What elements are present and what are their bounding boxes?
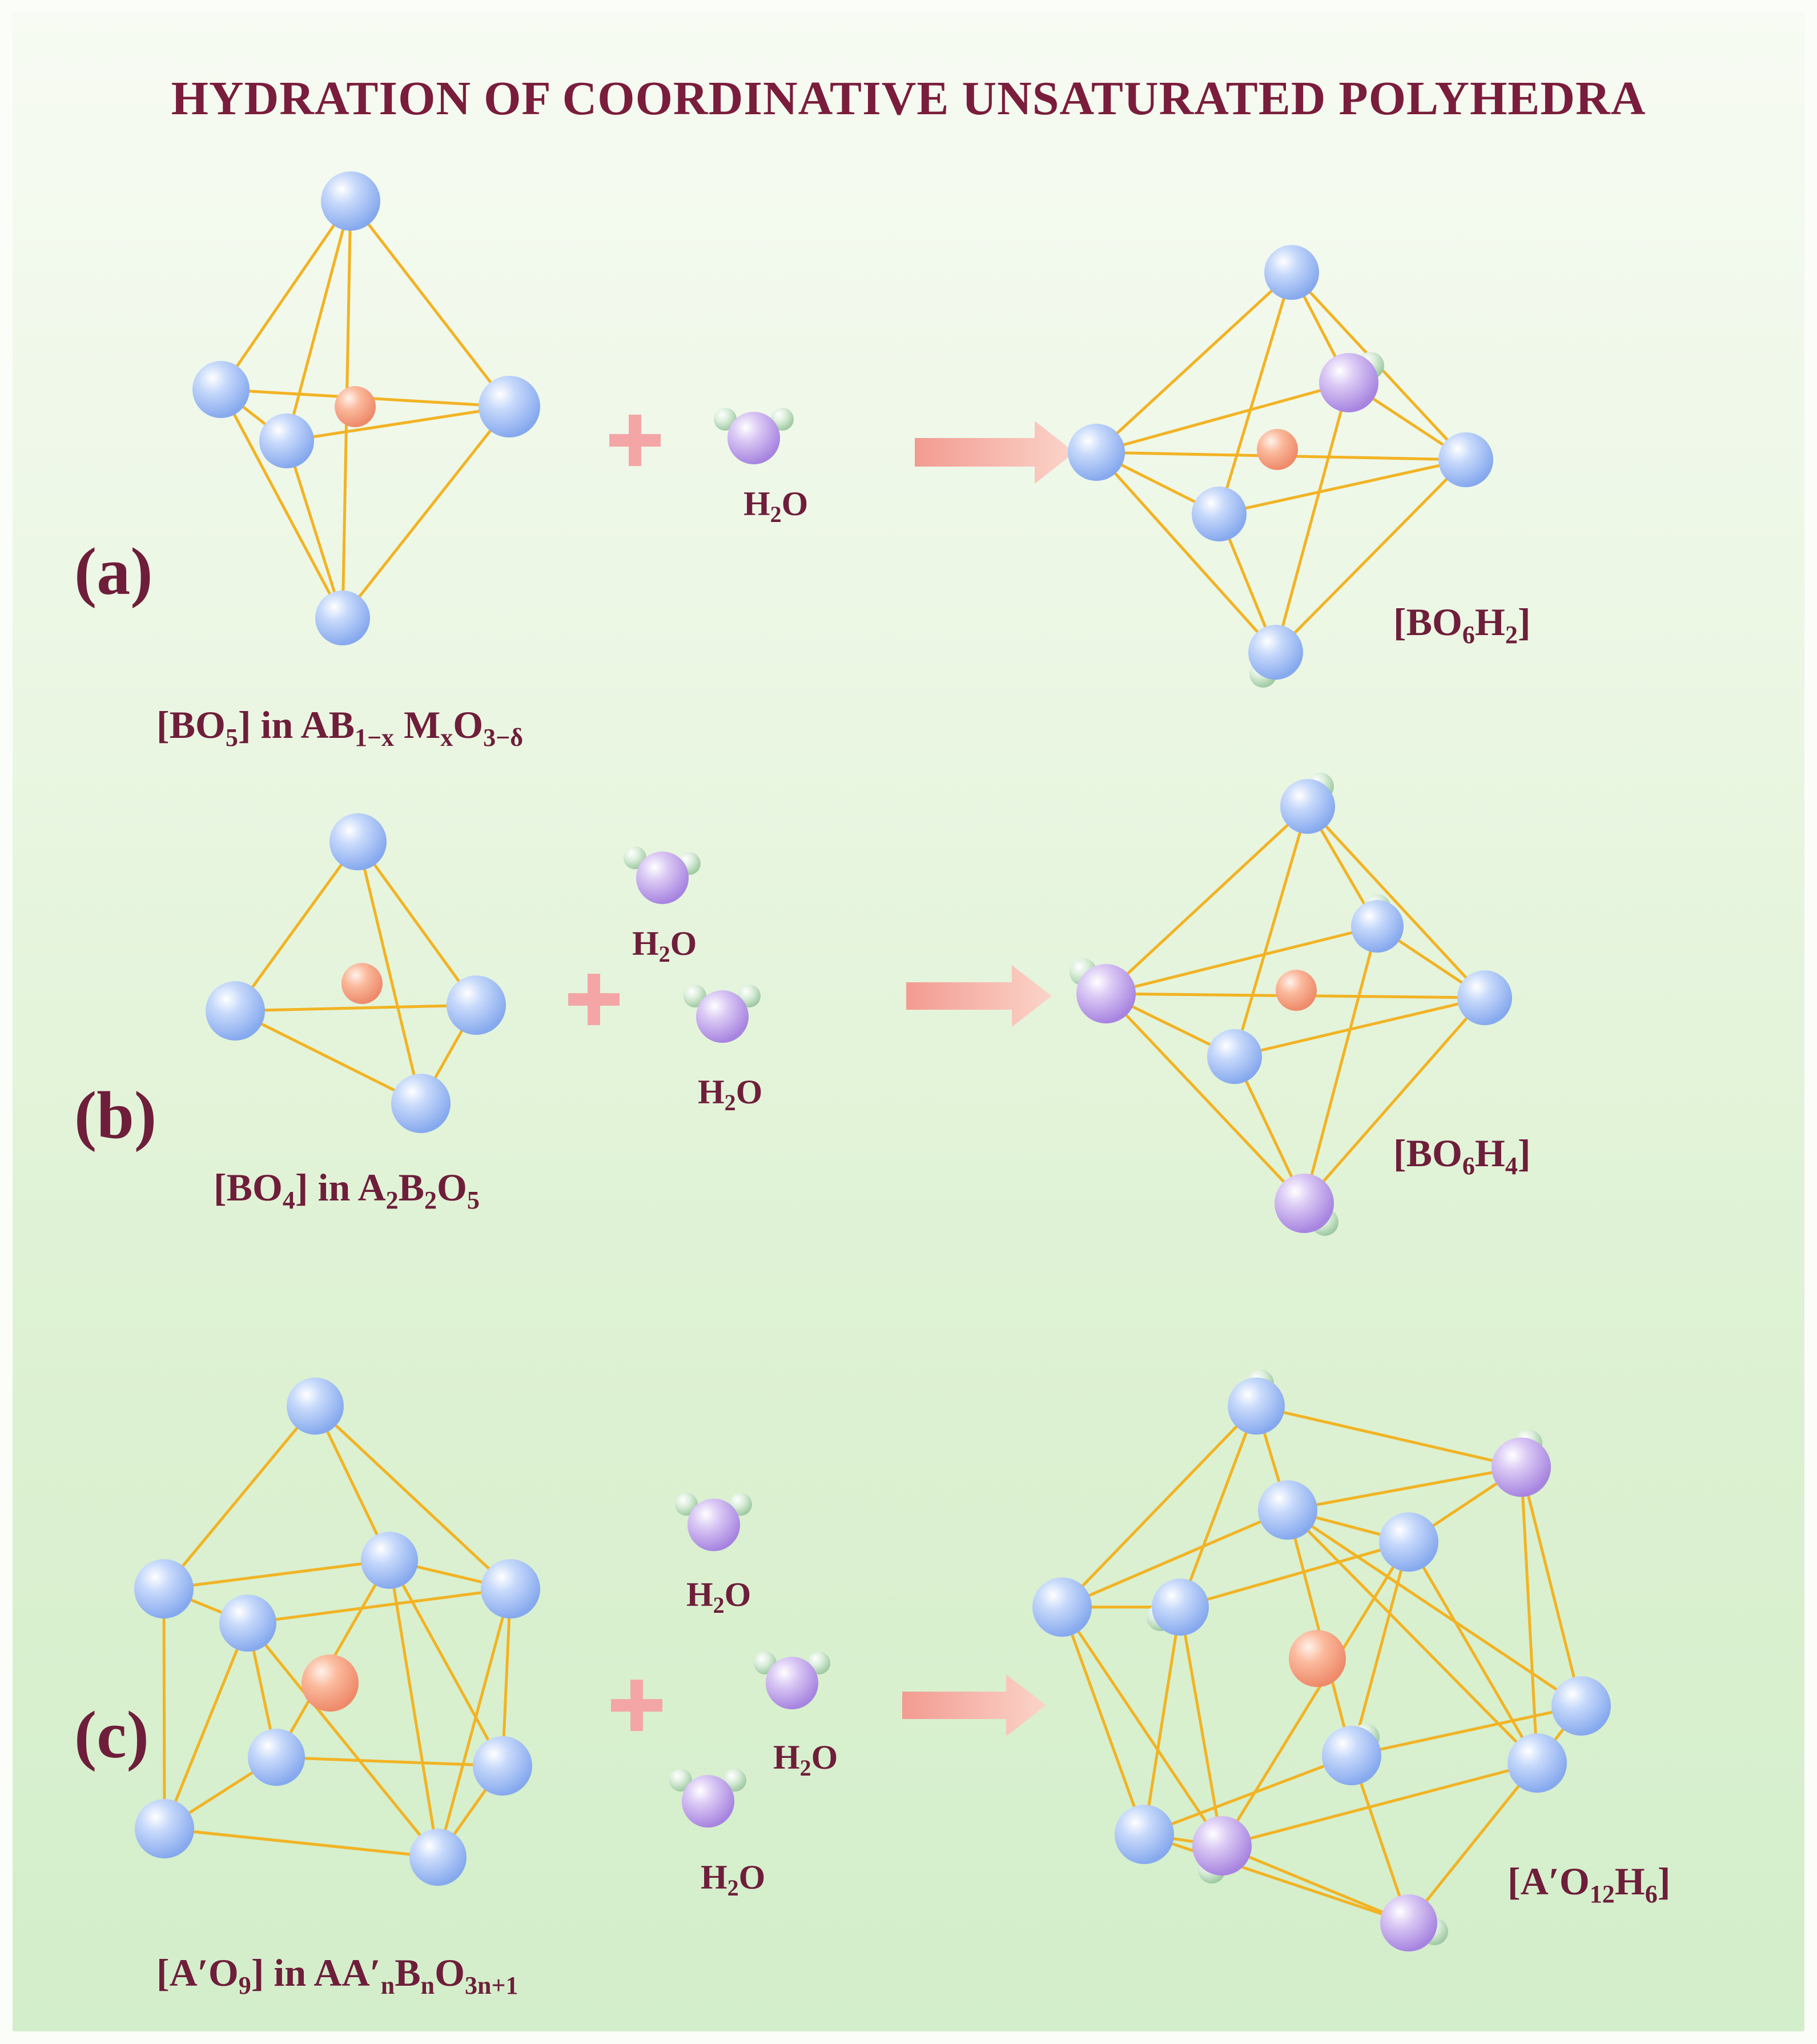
oxygen-atom xyxy=(409,1829,467,1886)
oxygen-atom xyxy=(1207,1029,1262,1084)
oxygen-atom xyxy=(1457,970,1512,1025)
oxygen-atom xyxy=(1379,1512,1438,1572)
water-label: H2O xyxy=(698,1073,762,1115)
oxygen-atom xyxy=(315,591,370,645)
reaction-arrow-icon xyxy=(902,1674,1046,1736)
oxygen-atom xyxy=(259,413,314,468)
oxygen-atom xyxy=(1228,1378,1285,1435)
panel-c-product-formula: [A′O12H6] xyxy=(1508,1860,1670,1908)
reaction-arrow-icon xyxy=(915,421,1075,484)
oxygen-atom xyxy=(1068,424,1125,481)
reaction-arrow-icon xyxy=(906,965,1052,1027)
oxygen-atom xyxy=(391,1074,451,1133)
oxygen-atom xyxy=(1508,1733,1567,1793)
water-label: H2O xyxy=(701,1858,765,1901)
oxygen-atom xyxy=(1280,779,1335,834)
water-label: H2O xyxy=(773,1738,838,1781)
oxygen-atom xyxy=(1152,1579,1209,1636)
oxygen-atom xyxy=(1351,900,1404,953)
water-oxygen-atom xyxy=(1275,1174,1334,1233)
panel-c-letter: (c) xyxy=(74,1697,149,1772)
water-molecule xyxy=(624,846,701,904)
water-molecule xyxy=(669,1769,746,1828)
center-cation-atom xyxy=(1276,970,1317,1011)
water-oxygen-atom xyxy=(1319,353,1378,412)
page-title: HYDRATION OF COORDINATIVE UNSATURATED PO… xyxy=(171,72,1646,125)
plus-icon xyxy=(568,974,620,1025)
oxygen-atom xyxy=(1551,1676,1611,1736)
panel-a-product-formula: [BO6H2] xyxy=(1393,600,1530,649)
panel-c: (c) [A′O9] in AA′nBnO3n+1 H2O xyxy=(74,1370,1670,1999)
water-label: H2O xyxy=(686,1576,751,1618)
water-oxygen-atom xyxy=(1380,1894,1437,1951)
center-cation-atom xyxy=(1289,1630,1346,1687)
water-label: H2O xyxy=(743,485,808,527)
oxygen-atom xyxy=(1264,245,1319,300)
panel-b-product-polyhedron xyxy=(1070,773,1512,1236)
panel-b-letter: (b) xyxy=(74,1078,156,1152)
oxygen-atom xyxy=(481,1559,540,1619)
water-oxygen-atom xyxy=(1492,1437,1551,1497)
water-molecule xyxy=(754,1652,830,1709)
plus-icon xyxy=(611,1680,662,1731)
water-oxygen-atom xyxy=(1192,1816,1252,1876)
oxygen-atom xyxy=(135,1799,194,1858)
panel-b-product-formula: [BO6H4] xyxy=(1393,1131,1530,1180)
oxygen-atom xyxy=(219,1595,276,1652)
center-cation-atom xyxy=(1257,429,1298,470)
water-molecule xyxy=(714,408,794,464)
plus-icon xyxy=(609,415,661,466)
oxygen-atom xyxy=(447,975,506,1035)
panel-b-reactant-formula: [BO4] in A2B2O5 xyxy=(214,1166,480,1214)
oxygen-atom xyxy=(321,171,380,231)
panel-b: (b) [BO4] in A2B2O5 H2O H2O xyxy=(74,773,1530,1236)
oxygen-atom xyxy=(206,981,265,1041)
panel-b-reactant-polyhedron xyxy=(206,813,506,1133)
panel-a-letter: (a) xyxy=(74,534,153,609)
center-cation-atom xyxy=(335,386,376,427)
center-cation-atom xyxy=(302,1655,359,1712)
diagram-canvas: HYDRATION OF COORDINATIVE UNSATURATED PO… xyxy=(74,72,1670,1999)
oxygen-atom xyxy=(287,1378,344,1435)
oxygen-atom xyxy=(361,1532,418,1589)
oxygen-atom xyxy=(1248,625,1303,680)
panel-a: (a) [BO5] in AB1−x MxO3−δ H2O xyxy=(74,171,1530,752)
diagram-stage: HYDRATION OF COORDINATIVE UNSATURATED PO… xyxy=(13,13,1804,2031)
oxygen-atom xyxy=(134,1559,194,1619)
panel-c-product-polyhedron xyxy=(1032,1370,1611,1951)
oxygen-atom xyxy=(1322,1726,1381,1785)
panel-a-reactant-polyhedron xyxy=(192,171,540,645)
oxygen-atom xyxy=(1115,1805,1174,1864)
oxygen-atom xyxy=(1438,432,1493,487)
water-label: H2O xyxy=(632,925,697,967)
oxygen-atom xyxy=(1032,1577,1092,1637)
oxygen-atom xyxy=(248,1729,305,1786)
oxygen-atom xyxy=(192,361,250,418)
water-molecule xyxy=(684,985,761,1043)
panel-a-product-polyhedron xyxy=(1068,245,1493,688)
oxygen-atom xyxy=(479,376,540,437)
panel-c-reactant-polyhedron xyxy=(134,1378,540,1886)
water-molecule xyxy=(675,1493,752,1551)
oxygen-atom xyxy=(1192,487,1247,541)
panel-a-reactant-formula: [BO5] in AB1−x MxO3−δ xyxy=(156,703,523,752)
center-cation-atom xyxy=(341,963,383,1004)
water-oxygen-atom xyxy=(1076,964,1136,1023)
oxygen-atom xyxy=(1258,1480,1317,1540)
panel-c-reactant-formula: [A′O9] in AA′nBnO3n+1 xyxy=(156,1951,518,1999)
oxygen-atom xyxy=(329,813,387,870)
oxygen-atom xyxy=(473,1736,532,1796)
